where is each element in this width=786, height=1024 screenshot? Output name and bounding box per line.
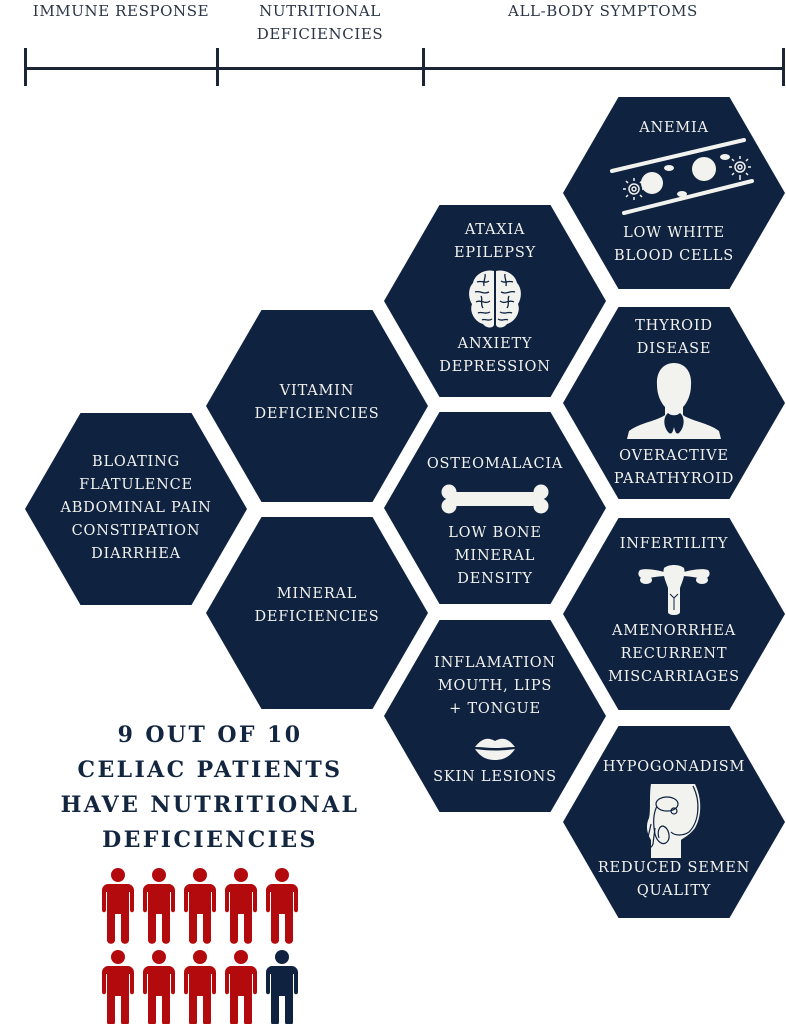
hex-hypogonadism: HYPOGONADISM REDUCED SEMEN QUALITY xyxy=(563,726,785,918)
person-icon-affected xyxy=(225,868,257,944)
person-icon-affected xyxy=(143,950,175,1024)
thyroid-silhouette-icon xyxy=(627,363,721,439)
statistic-headline: 9 OUT OF 10 CELIAC PATIENTS HAVE NUTRITI… xyxy=(60,722,360,853)
hex-text: MINERAL DEFICIENCIES xyxy=(254,586,380,625)
timeline-tick xyxy=(24,48,27,86)
hex-text-top: ATAXIA EPILEPSY xyxy=(454,222,536,261)
lips-icon xyxy=(475,738,515,760)
timeline-label-nutritional-deficiencies: NUTRITIONAL DEFICIENCIES xyxy=(256,2,384,43)
uterus-icon xyxy=(638,565,710,615)
person-icon-affected xyxy=(266,868,298,944)
male-reproductive-icon xyxy=(646,784,701,858)
hex-text-top: THYROID DISEASE xyxy=(635,318,713,357)
person-icon-affected xyxy=(102,868,134,944)
person-icon-affected xyxy=(225,950,257,1024)
hex-text: VITAMIN DEFICIENCIES xyxy=(254,383,380,422)
hex-text: BLOATING FLATULENCE ABDOMINAL PAIN CONST… xyxy=(60,454,212,562)
timeline-label-immune-response: IMMUNE RESPONSE xyxy=(32,2,210,20)
hex-text-top: HYPOGONADISM xyxy=(602,759,746,775)
hex-text-bottom: SKIN LESIONS xyxy=(433,769,557,785)
hex-thyroid: THYROID DISEASE OVERACTIVE PARATHYROID xyxy=(563,307,785,499)
hex-bone: OSTEOMALACIA LOW BONE MINERAL DENSITY xyxy=(384,412,606,604)
hex-text-bottom: REDUCED SEMEN QUALITY xyxy=(597,860,751,899)
hex-text-top: INFERTILITY xyxy=(619,536,729,552)
hex-fertility: INFERTILITY AMENORRHEA RECURRENT MISCARR… xyxy=(563,518,785,710)
hex-text-bottom: LOW BONE MINERAL DENSITY xyxy=(448,525,542,587)
hex-vitamin-deficiencies: VITAMIN DEFICIENCIES xyxy=(206,310,428,502)
hex-text-bottom: AMENORRHEA RECURRENT MISCARRIAGES xyxy=(608,623,740,685)
hex-text-bottom: ANXIETY DEPRESSION xyxy=(439,336,551,375)
hex-blood: ANEMIA LOW WHITE BLOOD CELLS xyxy=(563,97,785,289)
person-icon-affected xyxy=(102,950,134,1024)
person-icon-affected xyxy=(184,950,216,1024)
blood-vessel-icon xyxy=(610,138,754,215)
hex-text-bottom: OVERACTIVE PARATHYROID xyxy=(613,448,735,487)
person-icon-affected xyxy=(184,868,216,944)
timeline-label-all-body-symptoms: ALL-BODY SYMPTOMS xyxy=(508,2,698,20)
timeline-tick xyxy=(782,48,785,86)
hex-text-top: ANEMIA xyxy=(639,120,709,136)
bone-icon xyxy=(441,484,549,514)
brain-icon xyxy=(469,270,521,328)
hex-neurological: ATAXIA EPILEPSY ANXIETY DEPRESSION xyxy=(384,205,606,397)
timeline-axis xyxy=(25,67,785,70)
timeline-tick xyxy=(216,48,219,86)
hex-mineral-deficiencies: MINERAL DEFICIENCIES xyxy=(206,517,428,709)
timeline-tick xyxy=(422,48,425,86)
hex-text-top: INFLAMATION MOUTH, LIPS + TONGUE xyxy=(434,655,556,717)
hex-text-bottom: LOW WHITE BLOOD CELLS xyxy=(614,225,734,264)
hex-mouth-skin: INFLAMATION MOUTH, LIPS + TONGUE SKIN LE… xyxy=(384,620,606,812)
person-icon-unaffected xyxy=(266,950,298,1024)
hex-immune-response: BLOATING FLATULENCE ABDOMINAL PAIN CONST… xyxy=(25,413,247,605)
person-icon-affected xyxy=(143,868,175,944)
hex-text-top: OSTEOMALACIA xyxy=(426,456,564,472)
